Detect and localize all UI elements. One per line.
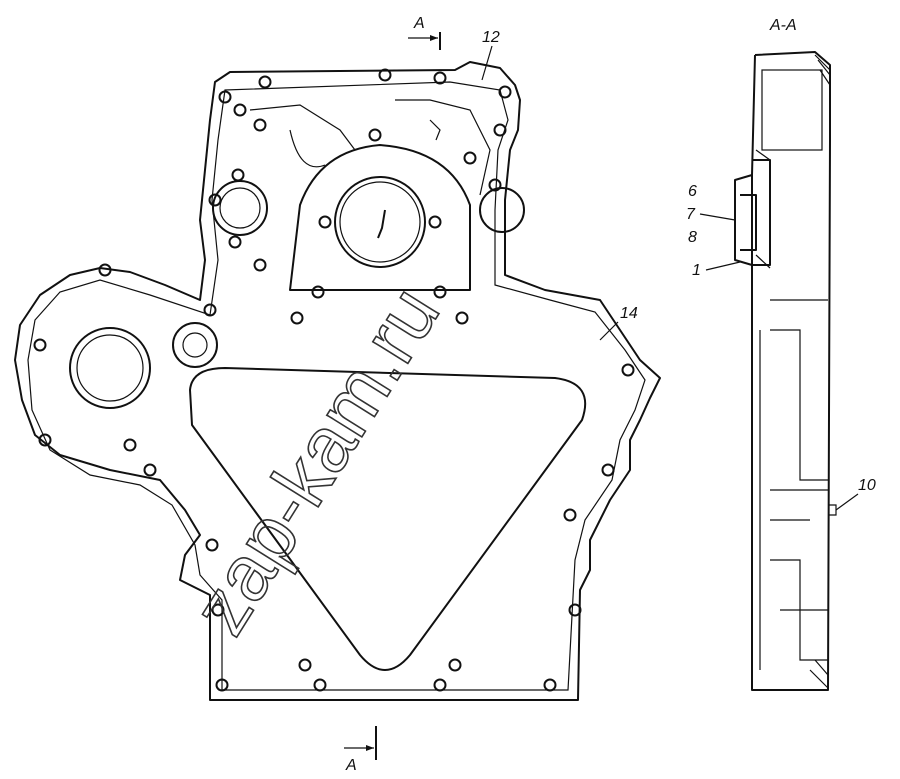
bolt-hole	[205, 538, 219, 552]
bolt-hole	[290, 311, 304, 325]
callout-12: 12	[482, 29, 500, 46]
bolt-hole	[313, 678, 327, 692]
bolt-hole	[498, 85, 512, 99]
bolt-hole	[448, 658, 462, 672]
pump-seal	[69, 327, 151, 409]
bolt-hole	[218, 90, 232, 104]
bolt-hole	[253, 258, 267, 272]
top-seal-section	[761, 69, 823, 151]
bolt-hole	[298, 658, 312, 672]
bolt-hole	[208, 193, 222, 207]
boss-mid	[172, 322, 218, 368]
gasket-line	[27, 81, 646, 691]
bolt-hole	[378, 68, 392, 82]
section-ribs	[759, 299, 828, 670]
bolt-hole	[98, 263, 112, 277]
boss-left-inner	[219, 187, 261, 229]
bolt-hole	[543, 678, 557, 692]
callout-10: 10	[858, 477, 876, 494]
section-outline	[734, 51, 831, 691]
bolt-hole	[433, 285, 447, 299]
callout-1: 1	[692, 262, 701, 279]
section-marker-bottom-label: A	[345, 757, 357, 774]
leader-7	[699, 213, 736, 221]
bolt-hole	[563, 508, 577, 522]
bolt-hole	[211, 603, 225, 617]
bolt-hole	[233, 103, 247, 117]
bolt-hole	[463, 151, 477, 165]
bolt-hole	[488, 178, 502, 192]
boss-right	[479, 187, 525, 233]
bolt-hole	[231, 168, 245, 182]
leader-10	[835, 493, 859, 511]
bolt-hole	[318, 215, 332, 229]
pump-seal-inner	[76, 334, 144, 402]
section-marker-top-label: A	[413, 15, 425, 32]
leader-1	[705, 261, 741, 271]
bolt-hole	[428, 215, 442, 229]
bolt-hole	[433, 678, 447, 692]
bolt-hole	[433, 71, 447, 85]
bolt-hole	[215, 678, 229, 692]
callout-7: 7	[686, 206, 696, 223]
bolt-hole	[33, 338, 47, 352]
callout-6: 6	[688, 183, 697, 200]
arrowhead-top	[430, 35, 438, 41]
bolt-hole	[203, 303, 217, 317]
boss-mid-inner	[182, 332, 208, 358]
section-view-a-a: A-A 6 7 8 1 10	[686, 17, 876, 691]
front-view: A A 12 14	[14, 15, 661, 774]
bolt-hole	[493, 123, 507, 137]
section-view-title: A-A	[769, 17, 797, 34]
bolt-holes	[33, 68, 635, 692]
bolt-hole	[258, 75, 272, 89]
bolt-hole	[601, 463, 615, 477]
callout-14: 14	[620, 305, 638, 322]
bolt-hole	[253, 118, 267, 132]
leader-12	[481, 45, 493, 81]
bolt-hole	[368, 128, 382, 142]
crankshaft-seal-inner	[339, 181, 421, 263]
inner-cavity	[189, 367, 587, 671]
crankshaft-seal	[334, 176, 426, 268]
arrowhead-bottom	[366, 745, 374, 751]
upper-web	[249, 99, 491, 196]
bolt-hole	[568, 603, 582, 617]
bolt-hole	[228, 235, 242, 249]
hub-section	[740, 159, 771, 266]
callout-8: 8	[688, 229, 697, 246]
bolt-hole	[38, 433, 52, 447]
bolt-hole	[455, 311, 469, 325]
bolt-hole	[123, 438, 137, 452]
hatching	[755, 54, 831, 689]
bolt-hole	[621, 363, 635, 377]
boss-left	[212, 180, 268, 236]
leader-14	[599, 321, 619, 341]
bolt-hole	[311, 285, 325, 299]
crank-mark	[377, 209, 386, 239]
crankshaft-boss	[289, 144, 471, 291]
bolt-hole	[143, 463, 157, 477]
